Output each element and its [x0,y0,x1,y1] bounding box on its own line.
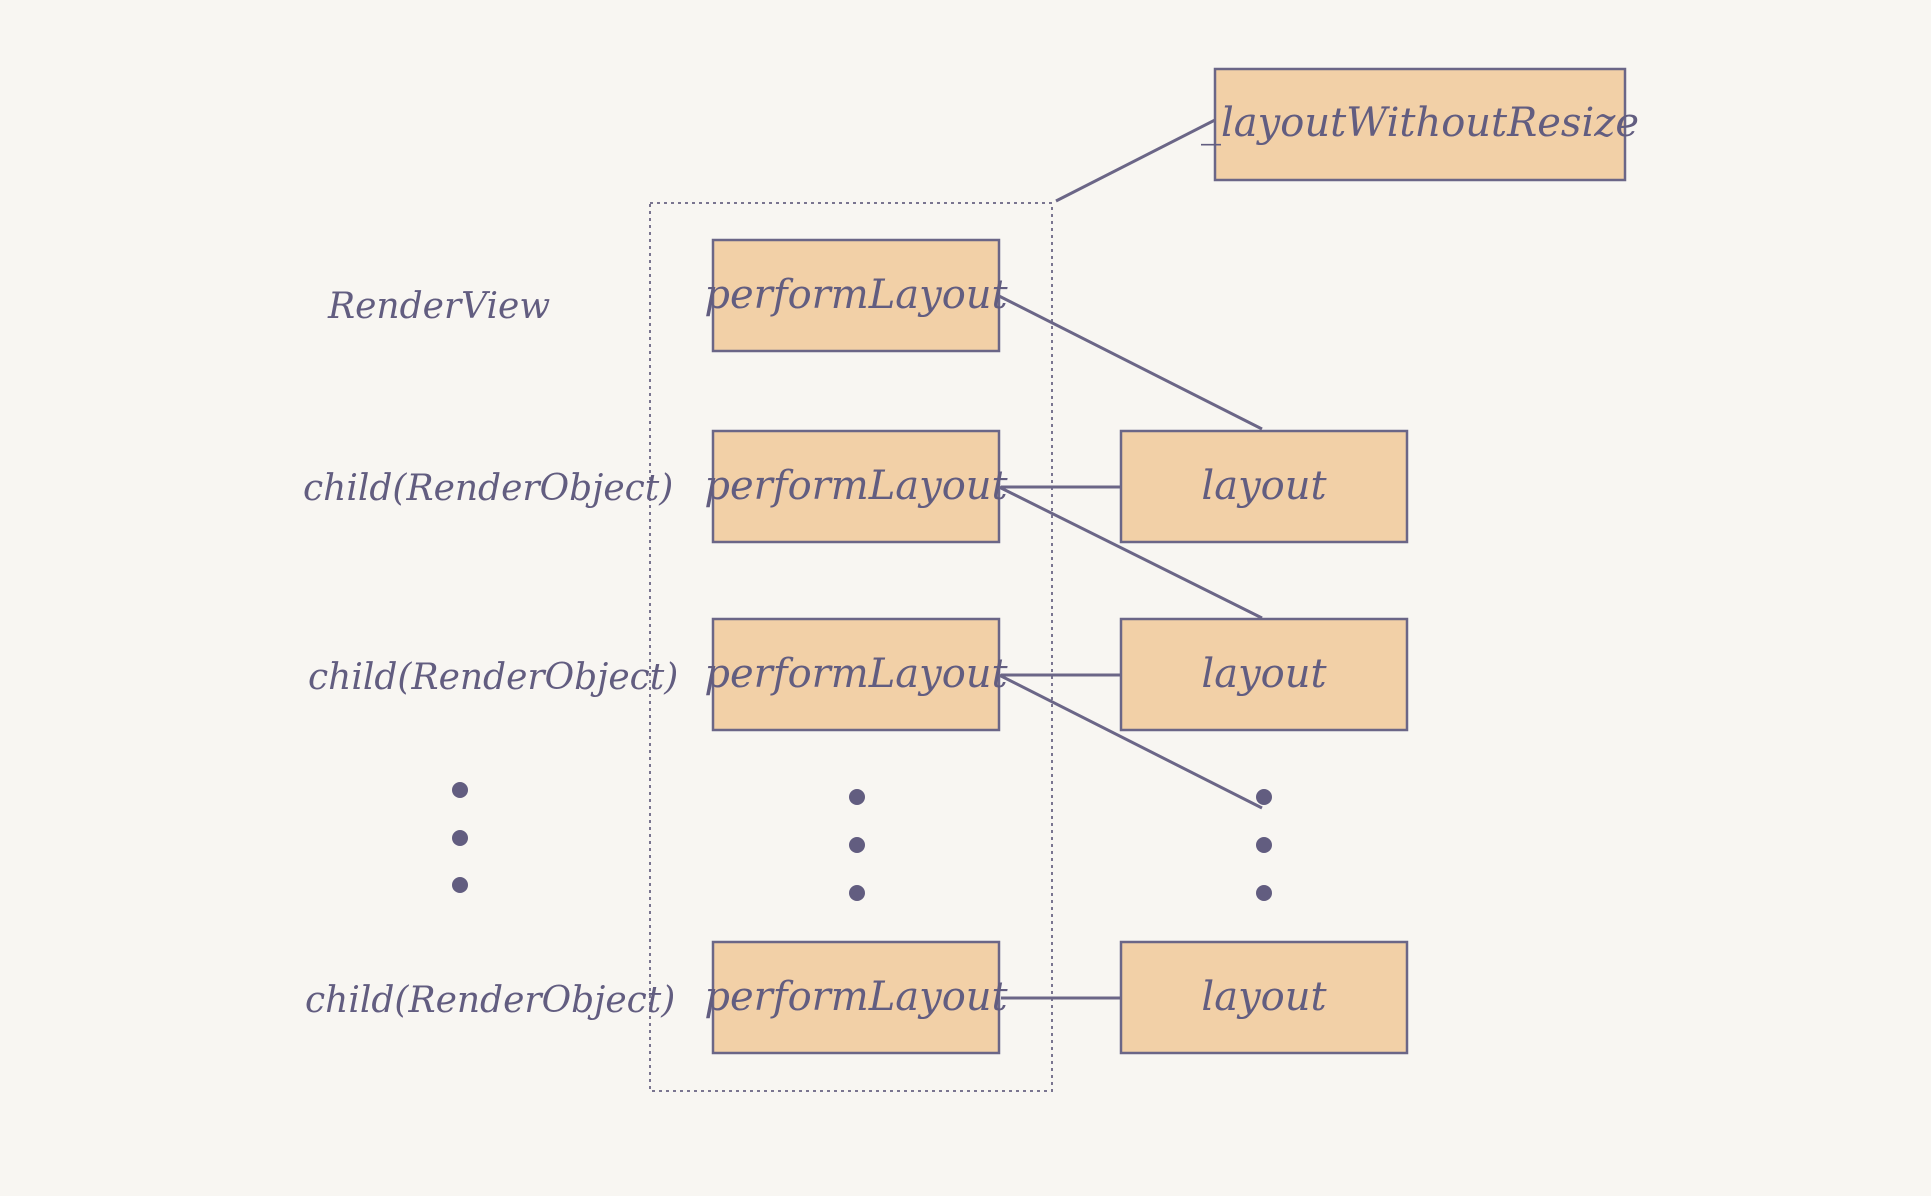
layout-box-3: layout [1119,940,1409,1055]
layout-without-resize-box: _layoutWithoutResize [1201,67,1639,182]
arrow-perform1-to-layout1 [998,294,1263,431]
ellipsis-dot-middle-2 [849,837,865,853]
arrow-perform3-to-ellipsis [998,673,1263,810]
perform-layout-box-2: performLayout [704,429,1009,544]
arrow-perform2-to-layout2 [998,485,1263,620]
ellipsis-dot-right-1 [1256,789,1272,805]
layout-box-1: layout [1119,429,1409,544]
row-label-render-view: RenderView [327,286,550,327]
row-label-child-1: child(RenderObject) [303,468,673,509]
perform-layout-box-4: performLayout [704,940,1009,1055]
ellipsis-dot-middle-1 [849,789,865,805]
ellipsis-dot-right-3 [1256,885,1272,901]
perform-layout-box-1: performLayout [704,238,1009,353]
ellipsis-dot-left-2 [452,830,468,846]
layout-label-3: layout [1201,974,1327,1020]
layout-without-resize-label: _layoutWithoutResize [1201,100,1639,146]
layout-label-1: layout [1201,463,1327,509]
ellipsis-dot-left-1 [452,782,468,798]
perform-layout-label-1: performLayout [704,272,1008,318]
ellipsis-dot-right-2 [1256,837,1272,853]
row-label-child-3: child(RenderObject) [305,980,675,1021]
perform-layout-label-4: performLayout [704,974,1008,1020]
perform-layout-label-3: performLayout [704,651,1008,697]
perform-layout-box-3: performLayout [704,617,1009,732]
arrow-top-to-frame [1055,118,1216,203]
layout-box-2: layout [1119,617,1409,732]
ellipsis-dot-left-3 [452,877,468,893]
perform-layout-group-frame [649,202,1053,1092]
ellipsis-dot-middle-3 [849,885,865,901]
perform-layout-label-2: performLayout [704,463,1008,509]
layout-label-2: layout [1201,651,1327,697]
row-label-child-2: child(RenderObject) [308,657,678,698]
